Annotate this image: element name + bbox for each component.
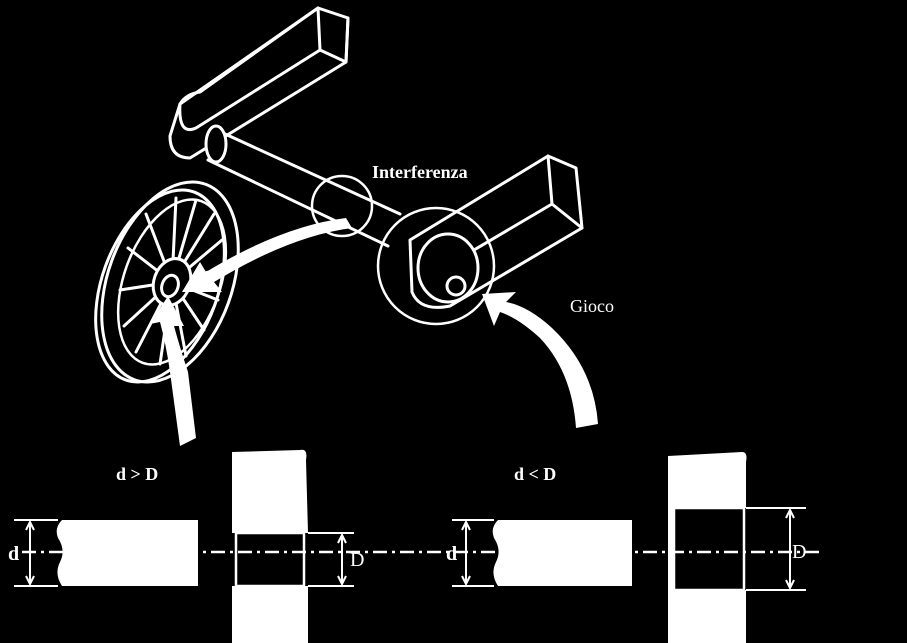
interference-label: Interferenza bbox=[372, 162, 468, 182]
right-shaft-dim-label: d bbox=[446, 543, 457, 565]
arrows bbox=[150, 218, 598, 446]
crank-assembly bbox=[168, 6, 584, 326]
left-shaft-block bbox=[56, 520, 198, 586]
right-hub-plate bbox=[668, 452, 747, 643]
clearance-label: Gioco bbox=[570, 296, 614, 316]
left-hub-plate bbox=[232, 449, 308, 643]
hub-arrow bbox=[150, 296, 196, 446]
clearance-condition-label: d < D bbox=[514, 464, 556, 484]
interference-arrow bbox=[182, 218, 352, 292]
lower-crank-arm bbox=[408, 154, 584, 309]
interference-zone-circle bbox=[310, 174, 374, 238]
clearance-zone-circle bbox=[376, 206, 496, 326]
spoked-wheel bbox=[94, 180, 240, 384]
clearance-fit-section: d D bbox=[446, 452, 806, 643]
left-hole-dimension bbox=[308, 532, 354, 587]
clearance-arrow bbox=[482, 292, 598, 428]
interference-condition-label: d > D bbox=[116, 464, 158, 484]
right-hole-dimension bbox=[746, 507, 806, 591]
left-hole-dim-label: D bbox=[350, 549, 364, 571]
left-shaft-dim-label: d bbox=[8, 543, 19, 565]
interference-fit-section: d D bbox=[8, 449, 364, 643]
right-shaft-dimension bbox=[452, 519, 494, 587]
upper-crank-arm bbox=[168, 6, 350, 160]
